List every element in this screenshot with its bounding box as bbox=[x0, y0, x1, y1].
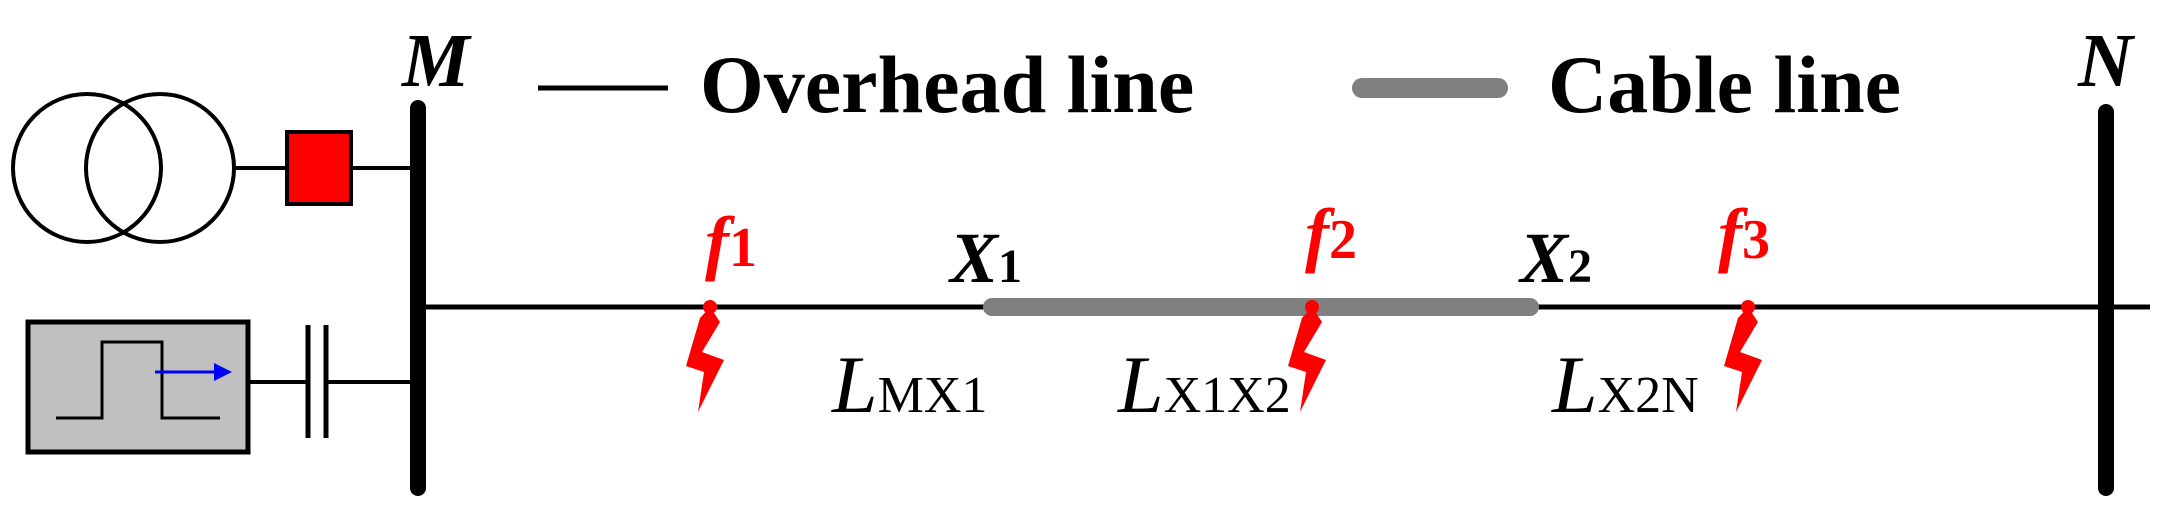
svg-text:X2: X2 bbox=[1518, 218, 1592, 298]
junction-x2-sub: 2 bbox=[1568, 240, 1592, 293]
svg-text:LX2N: LX2N bbox=[1551, 339, 1699, 430]
fault-f3: f3 bbox=[1718, 194, 1770, 412]
segment-label-mx1: LMX1 bbox=[831, 339, 987, 430]
legend-overhead-label: Overhead line bbox=[700, 39, 1194, 130]
bus-label-n: N bbox=[2077, 19, 2136, 103]
junction-x1-main: X bbox=[948, 218, 1000, 298]
svg-text:X1: X1 bbox=[948, 218, 1022, 298]
legend: Overhead line Cable line bbox=[538, 39, 1901, 130]
transformer-icon bbox=[11, 92, 236, 244]
segment-mx1-main: L bbox=[831, 339, 878, 430]
segment-x1x2-sub: X1X2 bbox=[1164, 367, 1291, 424]
svg-text:f3: f3 bbox=[1718, 194, 1770, 274]
coupling-capacitor-icon bbox=[305, 325, 329, 438]
junction-x1-sub: 1 bbox=[998, 240, 1022, 293]
lightning-fault-icon bbox=[1724, 307, 1762, 412]
svg-text:f2: f2 bbox=[1305, 194, 1357, 274]
circuit-breaker-icon bbox=[285, 130, 353, 206]
svg-text:f1: f1 bbox=[705, 202, 757, 282]
fault-f2-sub: 2 bbox=[1329, 209, 1357, 271]
svg-text:LX1X2: LX1X2 bbox=[1117, 339, 1291, 430]
junction-label-x1: X1 bbox=[948, 218, 1022, 298]
lightning-fault-icon bbox=[1288, 307, 1326, 412]
segment-x2n-sub: X2N bbox=[1598, 367, 1699, 424]
pulse-signal-source-icon bbox=[25, 319, 251, 455]
segment-x1x2-main: L bbox=[1117, 339, 1164, 430]
svg-text:LMX1: LMX1 bbox=[831, 339, 987, 430]
junction-x2-main: X bbox=[1518, 218, 1570, 298]
fault-f1-sub: 1 bbox=[729, 217, 757, 279]
segment-label-x1x2: LX1X2 bbox=[1117, 339, 1291, 430]
fault-f3-sub: 3 bbox=[1742, 209, 1770, 271]
segment-x2n-main: L bbox=[1551, 339, 1598, 430]
junction-label-x2: X2 bbox=[1518, 218, 1592, 298]
fault-f2: f2 bbox=[1288, 194, 1357, 412]
lightning-fault-icon bbox=[686, 307, 724, 412]
segment-mx1-sub: MX1 bbox=[878, 367, 988, 424]
bus-label-m: M bbox=[401, 19, 472, 103]
segment-label-x2n: LX2N bbox=[1551, 339, 1699, 430]
legend-cable-label: Cable line bbox=[1548, 39, 1901, 130]
